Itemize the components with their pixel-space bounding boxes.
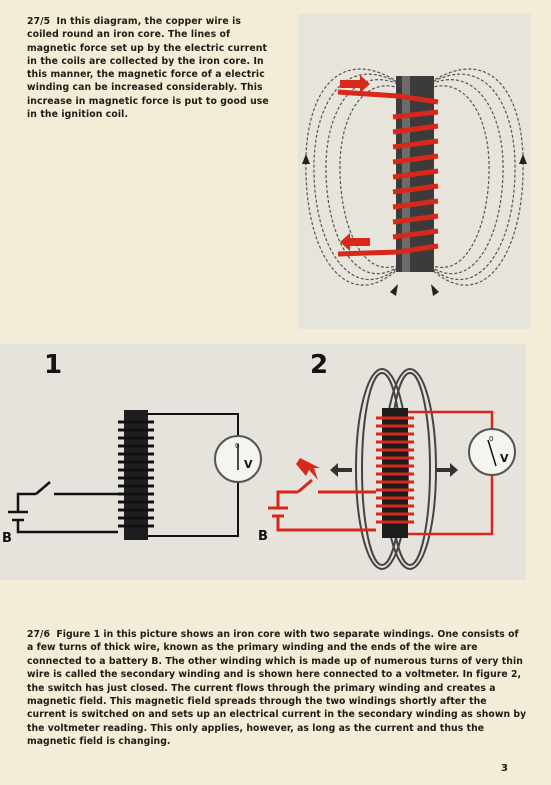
- copper-coil: [337, 89, 439, 257]
- top-caption-number: 27/5: [27, 16, 51, 27]
- figure-2: [268, 368, 516, 570]
- page-number: 3: [501, 763, 508, 774]
- figure-1-battery-label: B: [2, 531, 12, 546]
- bottom-caption-number: 27/6: [27, 629, 51, 640]
- figure-1-windings: [118, 420, 154, 528]
- figures-band: 1 2: [0, 344, 526, 580]
- figure-2-windings: [376, 416, 414, 524]
- figure-2-label: 2: [310, 350, 329, 380]
- top-caption: 27/5 In this diagram, the copper wire is…: [27, 15, 275, 121]
- figure-1-label: 1: [44, 350, 63, 380]
- electromagnet-illustration: [302, 68, 527, 296]
- field-lines-right: [424, 68, 524, 286]
- field-arrows: [302, 154, 527, 296]
- figure-1: [8, 410, 262, 540]
- current-arrows: [340, 75, 370, 251]
- figure-1-voltmeter-zero: 0: [235, 442, 239, 450]
- bottom-caption-text: Figure 1 in this picture shows an iron c…: [27, 629, 527, 748]
- figure-1-voltmeter-unit: V: [244, 458, 253, 471]
- figure-2-voltmeter-zero: 0: [489, 435, 493, 443]
- electromagnet-diagram: [298, 14, 531, 329]
- windings-illustration: B B 0 V 0 V: [2, 368, 516, 570]
- figure-2-switch-arrow: [296, 458, 320, 480]
- bottom-caption: 27/6 Figure 1 in this picture shows an i…: [27, 628, 528, 749]
- field-lines-left: [305, 68, 405, 286]
- figure-2-battery-label: B: [258, 529, 268, 544]
- top-caption-text: In this diagram, the copper wire is coil…: [27, 16, 269, 121]
- figure-2-voltmeter-unit: V: [500, 452, 509, 465]
